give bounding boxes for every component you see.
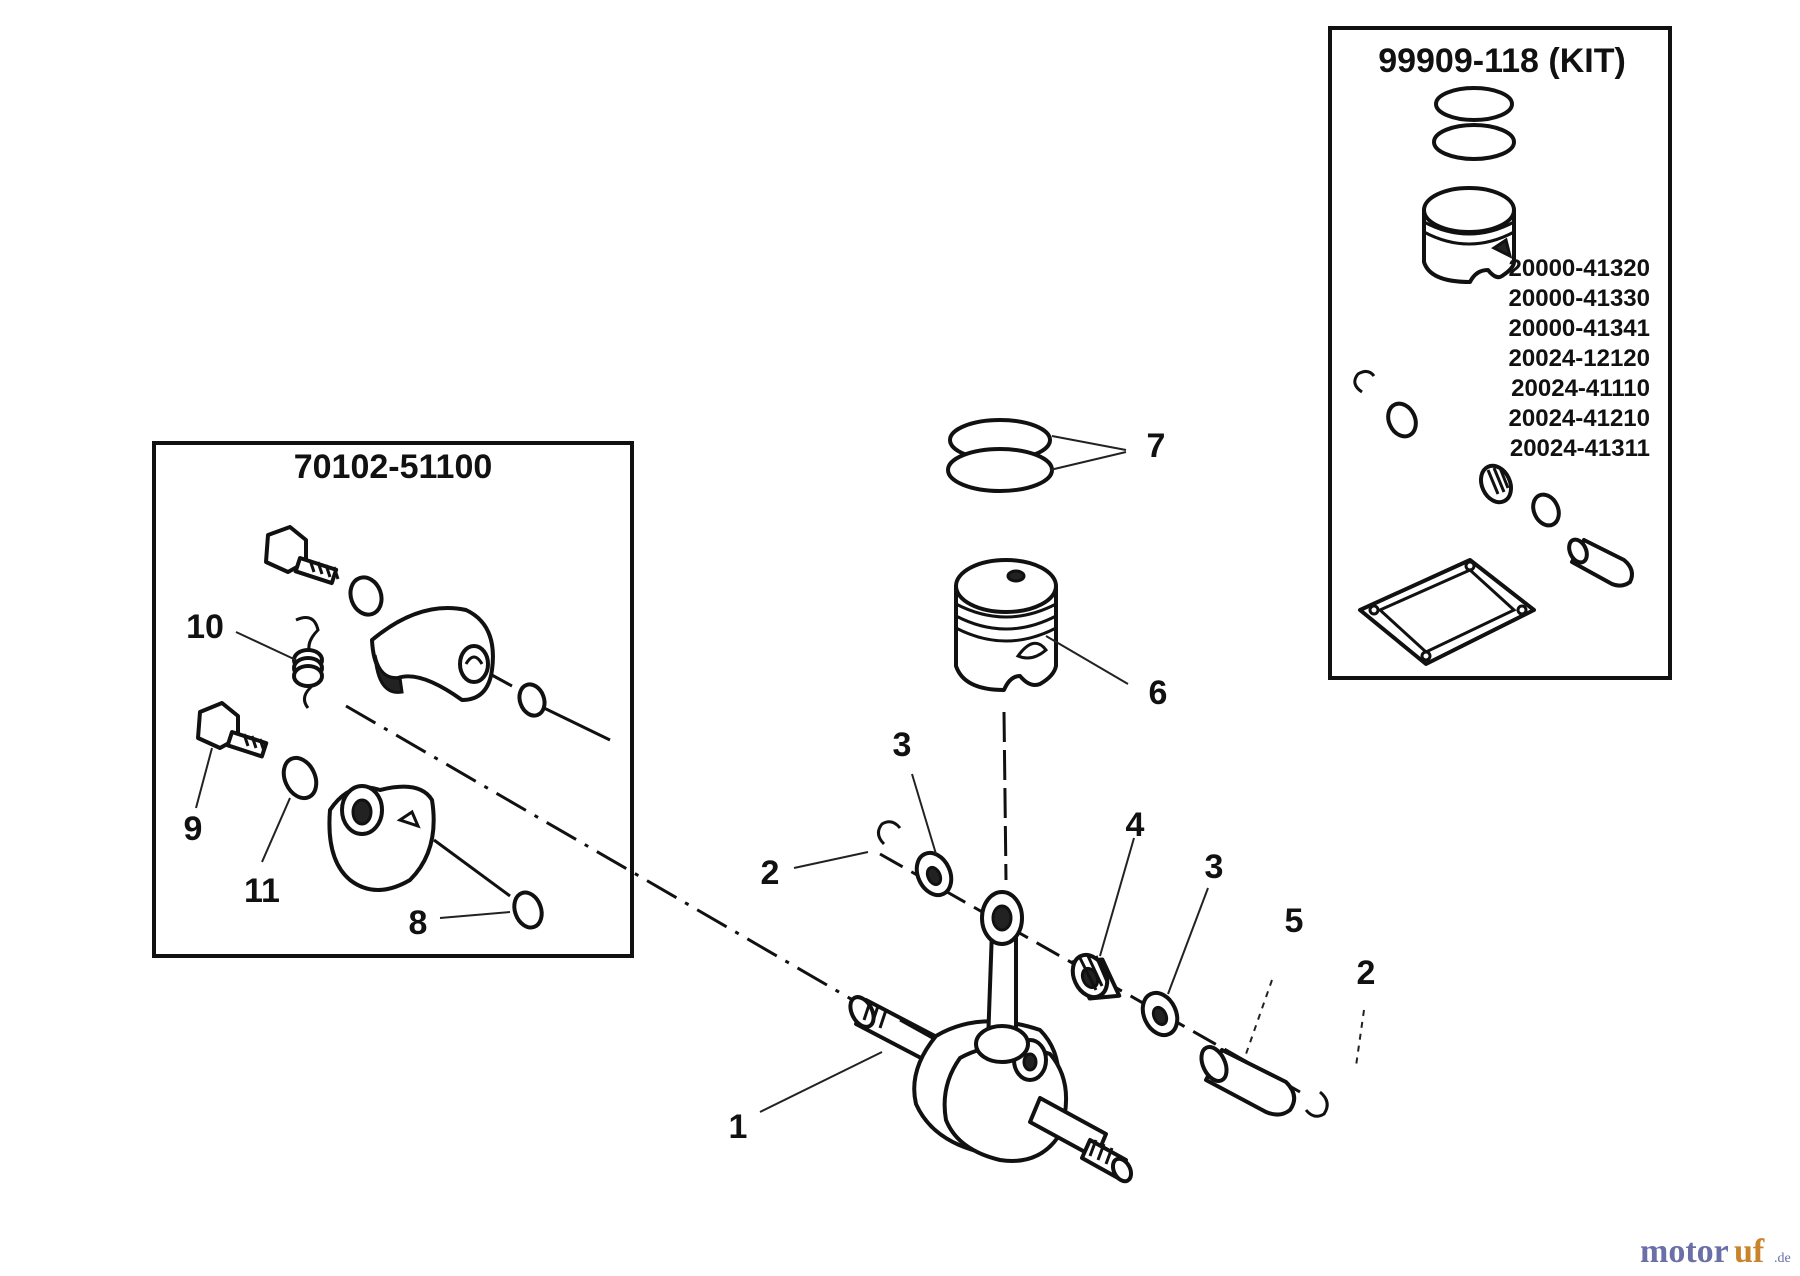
leader-3-right — [1167, 887, 1209, 995]
clutch-shoe-upper — [370, 606, 495, 702]
kit-piston-rings — [1432, 86, 1516, 161]
piston-axis-line — [1002, 711, 1008, 881]
leader-6 — [1045, 635, 1129, 685]
callout-9: 9 — [184, 810, 203, 848]
clutch-box-title: 70102-51100 — [294, 448, 493, 486]
leader-4 — [1099, 837, 1135, 957]
kit-box-frame — [1328, 26, 1672, 680]
washer-left — [914, 850, 954, 898]
logo-uf: uf — [1734, 1233, 1765, 1270]
kit-part-number: 20024-41110 — [1511, 375, 1650, 402]
callout-3-left: 3 — [893, 726, 912, 764]
callout-2-left: 2 — [761, 854, 780, 892]
clutch-lower-axis — [433, 838, 511, 898]
callout-3-right: 3 — [1205, 848, 1224, 886]
kit-part-number: 20000-41341 — [1509, 315, 1650, 342]
callout-10: 10 — [186, 608, 224, 646]
kit-part-number: 20024-41210 — [1509, 405, 1650, 432]
leader-8 — [439, 911, 511, 919]
callout-5: 5 — [1285, 902, 1304, 940]
kit-piston — [1422, 186, 1516, 284]
kit-part-number: 20000-41320 — [1509, 255, 1650, 282]
kit-circlip — [1353, 369, 1376, 394]
piston-rings — [946, 418, 1054, 493]
clutch-shoe-lower — [327, 784, 436, 892]
logo-motor: motor — [1640, 1233, 1729, 1270]
clutch-bolt-lower — [196, 701, 269, 759]
kit-washer-left — [1386, 401, 1418, 439]
needle-bearing — [1070, 952, 1122, 1001]
callout-6: 6 — [1149, 674, 1168, 712]
kit-washer-right — [1531, 492, 1561, 528]
logo-tld: .de — [1774, 1251, 1791, 1266]
circlip-right — [1304, 1090, 1329, 1118]
clutch-washer-small — [281, 755, 319, 801]
callout-8: 8 — [409, 904, 428, 942]
callout-2-right: 2 — [1357, 954, 1376, 992]
clutch-washer-upper-right — [517, 682, 547, 718]
clutch-washer — [512, 890, 544, 930]
piston — [954, 558, 1058, 692]
circlip-left — [877, 820, 902, 846]
clutch-box-frame — [152, 441, 634, 958]
clutch-bolt-upper — [264, 525, 340, 586]
clutch-assembly-box: 70102-51100 — [152, 441, 634, 958]
connecting-rod — [974, 890, 1030, 1064]
leader-9 — [195, 747, 213, 809]
clutch-washer-upper — [348, 575, 384, 617]
kit-part-number: 20000-41330 — [1509, 285, 1650, 312]
leader-7 — [1049, 435, 1127, 471]
callout-7: 7 — [1147, 427, 1166, 465]
kit-piston-pin — [1567, 537, 1634, 588]
motoruf-logo: motor uf .de — [1640, 1233, 1791, 1270]
piston-pin — [1199, 1045, 1297, 1117]
clutch-spring — [292, 616, 324, 709]
leader-2-left — [793, 851, 869, 869]
piston-kit-box: 99909-118 (KIT) — [1328, 26, 1672, 680]
callout-4: 4 — [1126, 806, 1145, 844]
leader-10 — [235, 631, 297, 661]
callout-11: 11 — [244, 872, 280, 910]
leader-1 — [759, 1051, 883, 1113]
callout-1: 1 — [729, 1108, 748, 1146]
leader-2-right — [1355, 1009, 1365, 1067]
leader-11 — [261, 797, 291, 863]
leader-5 — [1245, 979, 1273, 1055]
kit-part-number: 20024-41311 — [1510, 435, 1650, 462]
kit-box-title: 99909-118 (KIT) — [1378, 42, 1626, 80]
kit-part-number: 20024-12120 — [1509, 345, 1650, 372]
clutch-upper-axis — [489, 672, 611, 742]
crank-center-line — [345, 704, 871, 1012]
kit-needle-bearing — [1478, 463, 1514, 505]
crankshaft — [848, 995, 1134, 1184]
kit-gasket — [1358, 558, 1536, 666]
washer-right — [1140, 990, 1180, 1038]
leader-3-left — [911, 773, 937, 855]
